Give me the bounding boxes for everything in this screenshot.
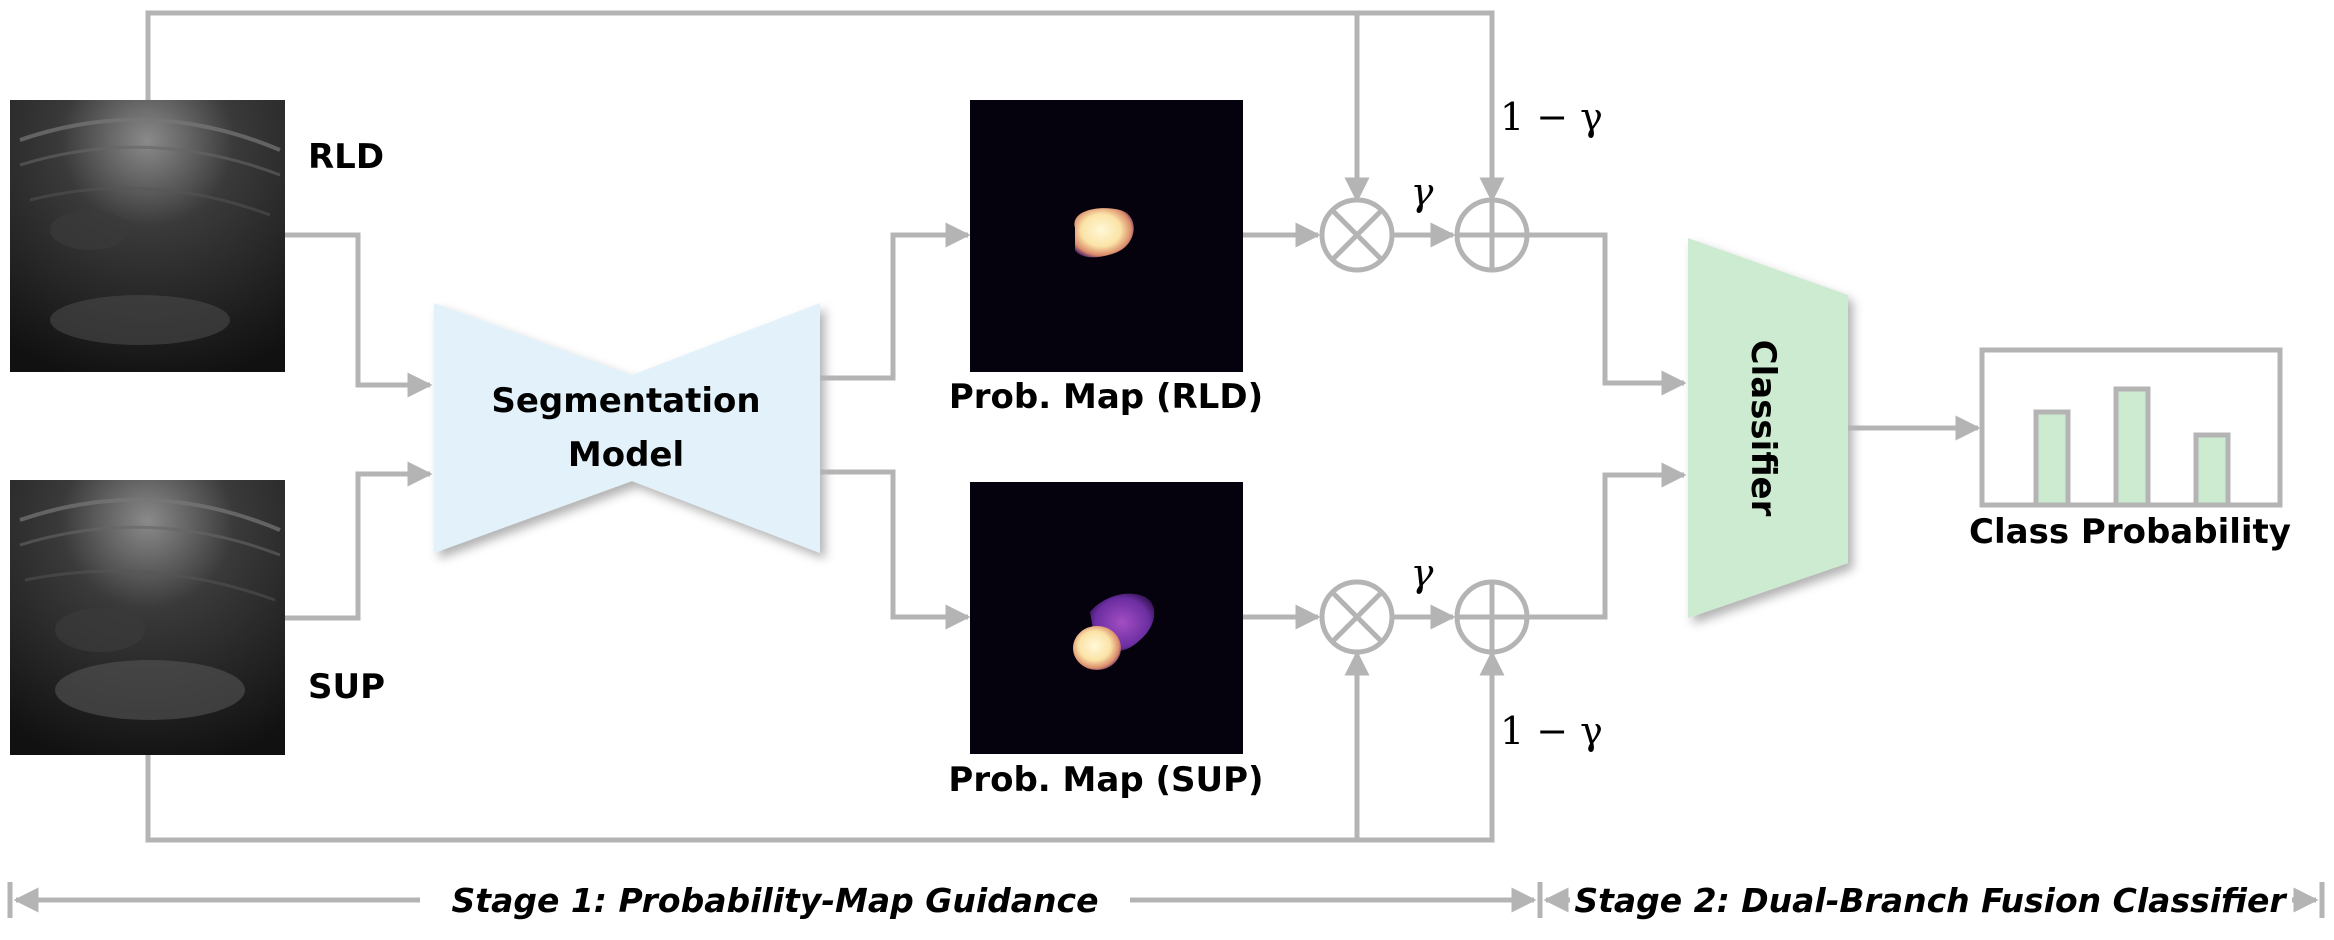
segmentation-label-line2: Model (568, 435, 684, 475)
segmentation-to-sup-map-arrow (820, 469, 971, 630)
add-circle-icon (1454, 197, 1530, 273)
class-probability-bar (2033, 409, 2071, 508)
top-fusion-to-classifier-arrow (1527, 232, 1687, 396)
sup-to-segmentation-arrow (285, 461, 433, 621)
segmentation-model-shape (434, 303, 820, 553)
bottom-fusion-to-classifier-arrow (1527, 462, 1687, 620)
rld-probability-map (970, 100, 1243, 372)
add-circle-icon (1454, 579, 1530, 655)
gamma-bottom-label: γ (1411, 551, 1434, 595)
sup-label: SUP (308, 667, 385, 707)
one-minus-gamma-top-label: 1 − γ (1500, 95, 1603, 139)
sup-map-caption: Prob. Map (SUP) (948, 760, 1263, 800)
class-probability-bar (2193, 432, 2231, 508)
class-probability-bar (2113, 386, 2151, 508)
bottom-skip-to-add-arrow (145, 650, 1505, 843)
segmentation-label-line1: Segmentation (491, 381, 760, 421)
rld-label: RLD (308, 137, 384, 177)
segmentation-to-rld-map-arrow (820, 222, 971, 381)
stage1-label: Stage 1: Probability-Map Guidance (452, 881, 1099, 920)
sup-ultrasound-image (10, 480, 285, 755)
rld-to-segmentation-arrow (285, 232, 433, 398)
multiply-circle-icon (1319, 579, 1395, 655)
rld-map-caption: Prob. Map (RLD) (949, 377, 1263, 417)
classifier-shape (1688, 238, 1848, 618)
gamma-top-label: γ (1411, 170, 1434, 214)
top-skip-to-add-arrow (145, 10, 1505, 203)
stage2-label: Stage 2: Dual-Branch Fusion Classifier (1574, 881, 2287, 920)
classifier-label: Classifier (1743, 340, 1783, 517)
multiply-circle-icon (1319, 197, 1395, 273)
rld-ultrasound-image (10, 100, 285, 372)
sup-probability-map (970, 482, 1243, 754)
class-probability-bars (2033, 386, 2231, 508)
class-probability-label: Class Probability (1969, 512, 2291, 552)
one-minus-gamma-bottom-label: 1 − γ (1500, 709, 1603, 753)
